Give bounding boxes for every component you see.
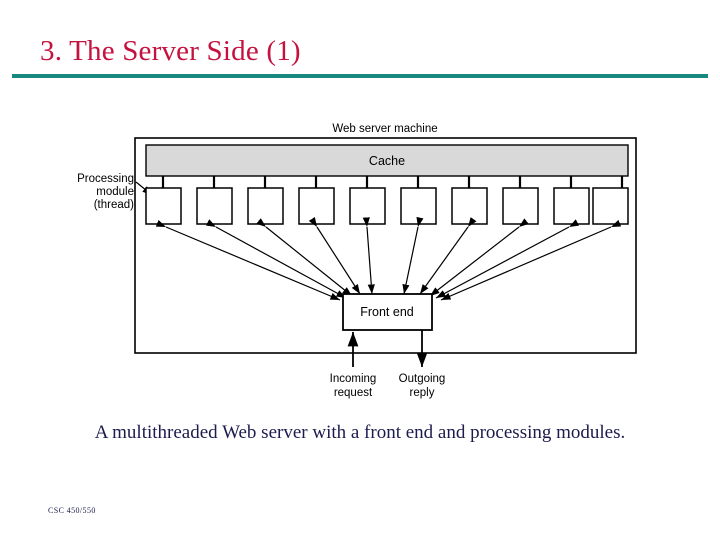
incoming-request-label-line2: request <box>334 387 373 399</box>
module-frontend-link-5 <box>362 217 375 295</box>
module-frontend-link-1 <box>155 219 341 301</box>
course-footer: CSC 450/550 <box>48 506 96 515</box>
processing-module-label-line1: Processing <box>77 173 134 185</box>
cache-label: Cache <box>369 154 405 168</box>
outgoing-reply-label-line2: reply <box>410 387 435 399</box>
front-end-label: Front end <box>360 305 414 319</box>
module-frontend-link-6 <box>402 216 424 295</box>
module-frontend-link-4 <box>308 216 361 295</box>
outgoing-reply-label-line1: Outgoing <box>399 373 446 385</box>
page-title: 3. The Server Side (1) <box>40 35 301 67</box>
module-frontend-link-9 <box>435 219 580 299</box>
processing-module-box-10 <box>592 187 629 225</box>
module-frontend-link-7 <box>419 217 477 295</box>
processing-module-box-2 <box>196 187 233 225</box>
caption-line-1: A multithreaded Web server with a front … <box>94 422 552 443</box>
processing-module-box-4 <box>298 187 335 225</box>
cache-box <box>145 144 629 177</box>
front-end-box <box>342 293 433 331</box>
caption-line-2: modules. <box>556 422 626 443</box>
module-frontend-link-10 <box>440 219 622 301</box>
web-server-machine-label: Web server machine <box>332 123 437 135</box>
processing-module-box-9 <box>553 187 590 225</box>
processing-module-box-1 <box>145 187 182 225</box>
processing-module-box-8 <box>502 187 539 225</box>
module-frontend-link-2 <box>205 219 347 299</box>
title-divider <box>12 74 708 78</box>
processing-module-box-3 <box>247 187 284 225</box>
processing-module-box-6 <box>400 187 437 225</box>
processing-module-box-7 <box>451 187 488 225</box>
figure-caption: A multithreaded Web server with a front … <box>50 420 670 446</box>
processing-module-box-5 <box>349 187 386 225</box>
web-server-machine-boundary <box>134 137 637 354</box>
incoming-request-label-line1: Incoming <box>330 373 377 385</box>
processing-module-label-line2: module <box>96 186 134 198</box>
processing-module-label-line3: (thread) <box>94 199 134 211</box>
architecture-diagram: Web server machine Cache Processing modu… <box>0 110 720 410</box>
